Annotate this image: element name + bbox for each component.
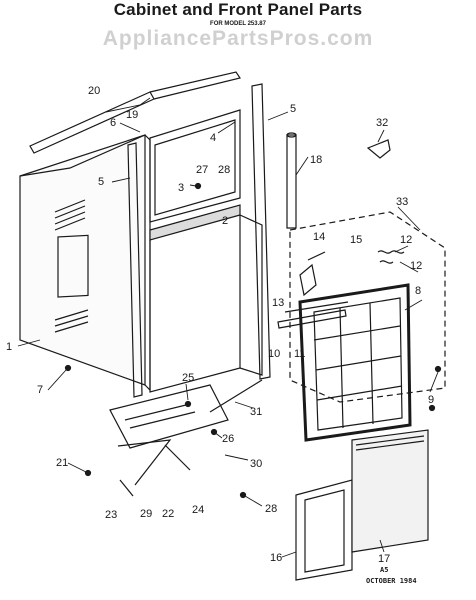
top-rail-part: [29, 71, 241, 154]
clip-part: [299, 251, 326, 297]
callout-32: 32: [376, 117, 388, 129]
callout-5-right: 5: [290, 103, 296, 115]
spring-part: [377, 250, 405, 264]
callout-31: 31: [250, 406, 262, 418]
leader-lines: [17, 97, 439, 558]
callout-labels: 1 2 3 4 5 5 6 7 8 9 10 11 12 12 13 14 15…: [6, 85, 434, 565]
pipe-part: [286, 132, 297, 229]
callout-7: 7: [37, 384, 43, 396]
model-subtitle: FOR MODEL 253.87: [210, 21, 266, 27]
back-panel-part: [149, 109, 241, 223]
callout-19: 19: [126, 109, 138, 121]
diagram-title: Cabinet and Front Panel Parts: [113, 0, 363, 19]
side-rail-part: [127, 83, 271, 398]
rod-part: [209, 379, 263, 413]
callout-12-mid: 12: [410, 260, 422, 272]
base-plate-part: [109, 384, 229, 449]
callout-12-top: 12: [400, 234, 412, 246]
callout-3: 3: [178, 182, 184, 194]
callout-6: 6: [110, 117, 116, 129]
callout-1: 1: [6, 341, 12, 353]
front-grille-part: [298, 283, 412, 442]
callout-14: 14: [313, 231, 325, 243]
callout-10: 10: [268, 348, 280, 360]
watermark-text: AppliancePartsPros.com: [102, 27, 374, 50]
callout-20: 20: [88, 85, 100, 97]
callout-16: 16: [270, 552, 282, 564]
inner-panel-part: [149, 204, 263, 393]
footer-date: OCTOBER 1984: [366, 577, 417, 585]
callout-24: 24: [192, 504, 204, 516]
assembly-outline: [289, 211, 446, 403]
callout-2: 2: [222, 215, 228, 227]
callout-5-left: 5: [98, 176, 104, 188]
callout-29: 29: [140, 508, 152, 520]
callout-28-top: 28: [218, 164, 230, 176]
callout-8: 8: [415, 285, 421, 297]
callout-11: 11: [294, 348, 305, 360]
front-panel-part: [351, 429, 429, 553]
callout-27: 27: [196, 164, 208, 176]
callout-23: 23: [105, 509, 117, 521]
callout-28-bottom: 28: [265, 503, 277, 515]
callout-25: 25: [182, 372, 194, 384]
callout-26: 26: [222, 433, 234, 445]
callout-17: 17: [378, 553, 390, 565]
callout-15: 15: [350, 234, 362, 246]
bracket-part: [366, 139, 391, 159]
callout-18: 18: [310, 154, 322, 166]
callout-30: 30: [250, 458, 262, 470]
callout-33: 33: [396, 196, 408, 208]
door-panel-part: [295, 479, 353, 581]
callout-22: 22: [162, 508, 174, 520]
callout-21: 21: [56, 457, 68, 469]
footer-code: A5: [380, 566, 389, 574]
callout-9: 9: [428, 394, 434, 406]
brace-leg-part: [117, 439, 191, 497]
louver-strip-part: [277, 301, 349, 329]
callout-4: 4: [210, 132, 216, 144]
callout-13: 13: [272, 297, 284, 309]
